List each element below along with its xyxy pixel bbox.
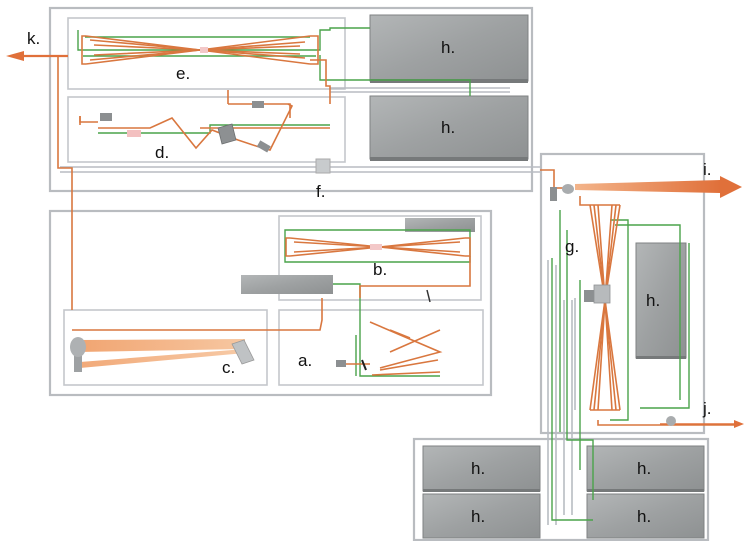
- bottom-right-frame: [412, 437, 710, 541]
- output-arrow-k: [6, 51, 68, 61]
- label-j: j.: [702, 399, 712, 418]
- label-g: g.: [565, 237, 579, 256]
- label-a: a.: [298, 351, 312, 370]
- grey-slab-b-left: [241, 275, 333, 294]
- label-h-bottom-3: h.: [471, 507, 485, 526]
- label-i: i.: [703, 160, 712, 179]
- module-block-top-2: [369, 95, 529, 161]
- top-frame: [48, 6, 534, 193]
- top-inner-frame-e: [67, 17, 346, 90]
- output-arrow-i: [575, 176, 742, 198]
- optical-components: [70, 47, 676, 426]
- label-e: e.: [176, 64, 190, 83]
- laser-beams: [20, 35, 735, 426]
- label-h-right: h.: [646, 291, 660, 310]
- label-c: c.: [222, 358, 235, 377]
- module-block-bottom-1: [422, 445, 541, 492]
- large-beam-c: [74, 339, 245, 372]
- label-b: b.: [373, 260, 387, 279]
- label-h-top-2: h.: [441, 118, 455, 137]
- middle-frame: [48, 209, 493, 397]
- module-block-bottom-4: [586, 493, 705, 539]
- right-frame: [539, 152, 706, 435]
- label-f: f.: [316, 182, 325, 201]
- grey-slab-b-top: [405, 218, 475, 232]
- module-block-bottom-3: [422, 493, 541, 539]
- label-h-bottom-1: h.: [471, 459, 485, 478]
- module-block-bottom-2: [586, 445, 705, 492]
- labels: k. e. d. f. b. c. a. g. i. j. h. h. h. h…: [27, 29, 712, 526]
- middle-inner-frame-c: [63, 309, 268, 386]
- module-block-top-1: [369, 14, 529, 83]
- label-h-bottom-4: h.: [637, 507, 651, 526]
- green-lines: [77, 27, 690, 521]
- middle-inner-frame-b: [278, 215, 482, 301]
- middle-inner-frame-a: [278, 309, 484, 386]
- label-d: d.: [155, 143, 169, 162]
- label-h-bottom-2: h.: [637, 459, 651, 478]
- grey-rails: [60, 87, 576, 525]
- label-k: k.: [27, 29, 40, 48]
- module-block-right: [635, 242, 687, 359]
- top-inner-frame-d: [67, 96, 346, 163]
- label-h-top-1: h.: [441, 38, 455, 57]
